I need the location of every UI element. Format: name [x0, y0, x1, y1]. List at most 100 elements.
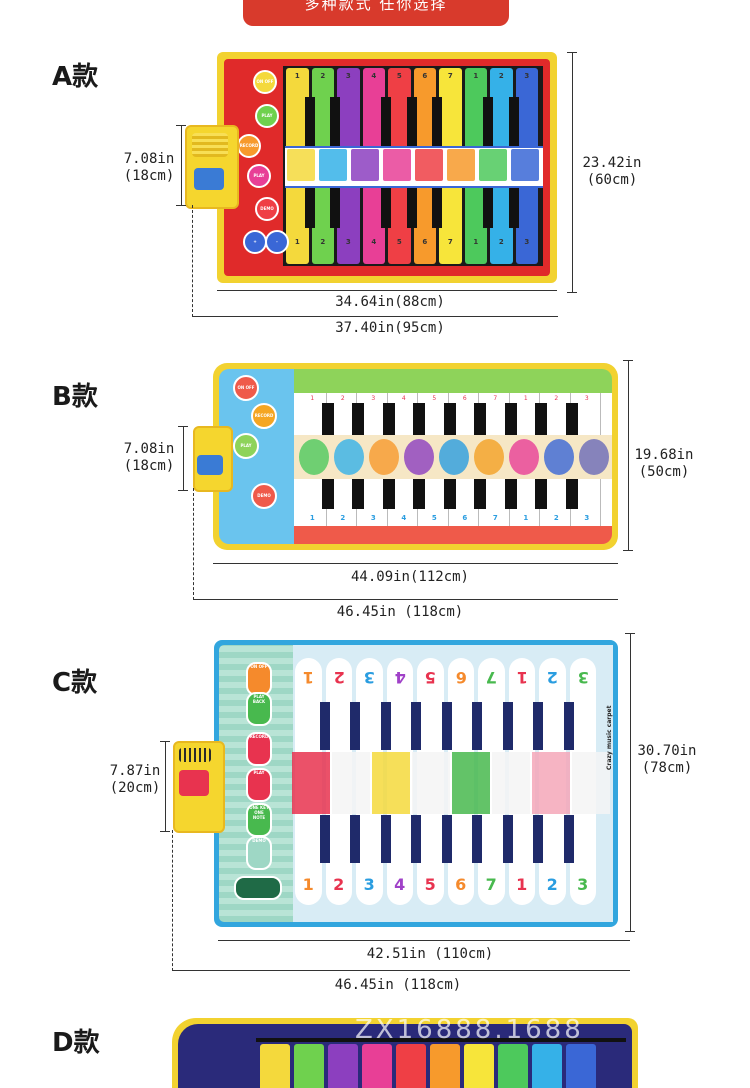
model-a-total-width-line: [192, 316, 558, 317]
mat-b-animal-tile: [439, 439, 469, 475]
mat-b-black-key: [504, 403, 517, 435]
mat-b-black-key: [382, 403, 395, 435]
mat-c-key-number: 4: [394, 875, 406, 894]
mat-b-key-number: 3: [584, 514, 590, 522]
mat-a-key-number: 7: [447, 72, 453, 80]
mat-a-button: DEMO: [255, 197, 279, 221]
mat-d-key: [430, 1044, 460, 1088]
model-a-height-dim-line: [572, 52, 573, 292]
model-a-height-dim-cap-top: [567, 52, 577, 53]
mat-a-key-number: 2: [498, 238, 504, 246]
mat-b-black-key: [352, 403, 364, 435]
model-c-speaker-dim-cap-bottom: [160, 831, 170, 832]
mat-c-black-key: [441, 702, 452, 750]
mat-b-key-number: 4: [401, 514, 407, 522]
mat-c-instrument-tile: [292, 752, 330, 814]
model-b-height-dim-cap-top: [623, 360, 633, 361]
mat-c-black-key: [350, 815, 360, 863]
mat-c-side-label: Crazy music carpet: [606, 705, 613, 771]
mat-b-key-number: 3: [371, 395, 376, 402]
mat-c-button: ONE KEY ONE NOTE: [246, 803, 272, 837]
mat-c-black-key: [472, 815, 482, 863]
mat-b-key-number: 2: [554, 395, 559, 402]
mat-b-key-number: 6: [462, 514, 468, 522]
mat-a-key-number: 4: [371, 72, 377, 80]
model-c-mat-width-line: [218, 940, 630, 941]
model-a-height-dim-cap-bottom: [567, 292, 577, 293]
mat-c-key-number: 3: [577, 875, 589, 894]
model-c-total-width: 46.45in (118cm): [334, 977, 462, 993]
mat-a-black-key: [508, 97, 519, 147]
mat-a-key-number: 6: [422, 238, 428, 246]
mat-c-key-number: 2: [546, 875, 558, 894]
mat-c-instrument-tile: [332, 752, 370, 814]
mat-b-black-key: [443, 479, 456, 509]
mat-c-speaker-grille: [179, 748, 211, 762]
mat-b-button: PLAY: [233, 433, 259, 459]
mat-c-black-key: [533, 702, 543, 750]
mat-a-black-key: [381, 186, 391, 228]
mat-a-black-key: [508, 186, 519, 228]
mat-b-button: DEMO: [251, 483, 277, 509]
mat-b-key-number: 4: [401, 395, 406, 402]
mat-c-black-key: [502, 815, 513, 863]
mat-c-black-key: [411, 702, 421, 750]
mat-b-animal-tile: [544, 439, 574, 475]
model-b-height-dim: 19.68in (50cm): [634, 447, 694, 480]
mat-a-black-key: [406, 97, 417, 147]
mat-b-animal-tile: [474, 439, 504, 475]
model-a-speaker-dim-cap-bottom: [176, 205, 186, 206]
model-c-total-width-guide: [172, 830, 173, 971]
mat-a-button: +: [243, 230, 267, 254]
mat-c-key-number: 3: [363, 875, 375, 894]
mat-b-key-number: 6: [462, 395, 467, 402]
mat-d-key: [566, 1044, 596, 1088]
mat-d-key: [396, 1044, 426, 1088]
mat-d-key: [532, 1044, 562, 1088]
mat-a-key-number: 3: [524, 238, 530, 246]
mat-c-button: ON OFF: [246, 662, 272, 696]
mat-a-button: ON OFF: [253, 70, 277, 94]
mat-b-black-key: [474, 403, 486, 435]
model-c-title: C款: [52, 668, 98, 698]
mat-b-key-number: 5: [431, 514, 437, 522]
model-c-speaker-dim: 7.87in (20cm): [109, 763, 161, 796]
model-b-mat-width: 44.09in(112cm): [350, 569, 469, 585]
mat-b-black-key: [565, 403, 578, 435]
mat-b-animal-tile: [299, 439, 329, 475]
mat-c-key-number: 1: [302, 668, 314, 687]
mat-a-instrument-tile: [287, 149, 315, 181]
mat-c-instrument-tile: [452, 752, 490, 814]
mat-a-black-key: [304, 186, 315, 228]
model-b-total-width-line: [193, 599, 618, 600]
mat-b-key-number: 2: [340, 514, 346, 522]
mat-b-bottom: [294, 526, 612, 544]
mat-a-button: -: [265, 230, 289, 254]
mat-a-black-key: [330, 97, 340, 147]
mat-c-key-number: 5: [424, 875, 436, 894]
mat-a-key-number: 5: [396, 72, 402, 80]
mat-a-key-number: 1: [473, 238, 479, 246]
mat-c-key-number: 1: [516, 668, 528, 687]
model-a-mat-width: 34.64in(88cm): [335, 294, 445, 310]
mat-d-key: [294, 1044, 324, 1088]
mat-d-key: [498, 1044, 528, 1088]
mat-b-key-number: 1: [523, 514, 529, 522]
mat-c-button: PLAY: [246, 768, 272, 802]
model-a-speaker-dim-line: [181, 125, 182, 205]
mat-c-black-key: [472, 702, 482, 750]
mat-b-key-number: 3: [370, 514, 376, 522]
mat-c-key-number: 2: [333, 668, 345, 687]
mat-a-key-number: 1: [473, 72, 479, 80]
mat-a-key-number: 5: [396, 238, 402, 246]
mat-c-black-key: [350, 702, 360, 750]
mat-a-instrument-tile: [479, 149, 507, 181]
mat-a-key-number: 2: [498, 72, 504, 80]
mat-c-key-number: 5: [424, 668, 436, 687]
mat-b-animal-tile: [579, 439, 609, 475]
mat-a-black-key: [432, 186, 442, 228]
mat-b-black-key: [565, 479, 578, 509]
mat-a-key-number: 4: [371, 238, 377, 246]
